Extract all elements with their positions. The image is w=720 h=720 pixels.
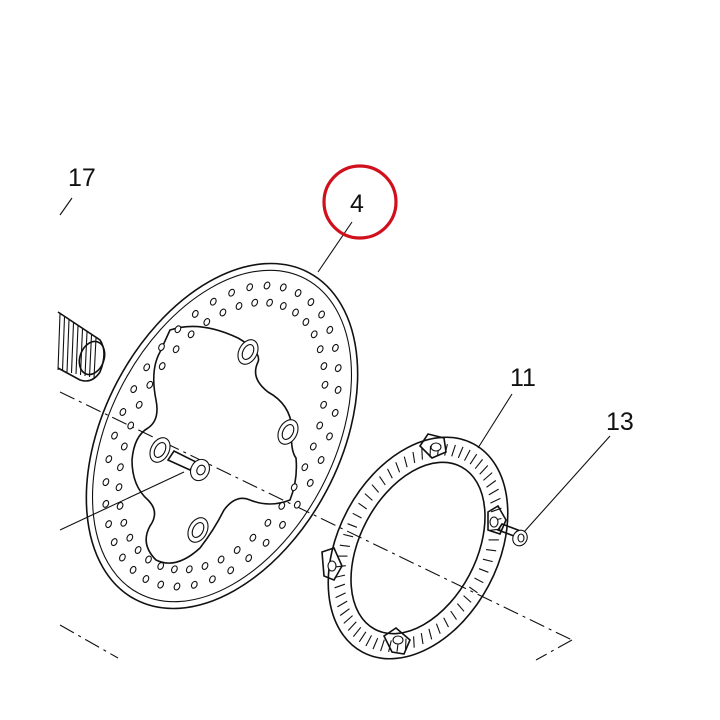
disc-inner-carrier [131,325,298,564]
center-axis [59,391,573,661]
callout-11: 11 [510,364,536,392]
disc-mount-hole [187,517,209,543]
abs-tone-ring [321,433,509,660]
ring-mount-tab [382,626,411,655]
callout-4: 4 [350,190,364,218]
callout-17: 17 [68,164,96,192]
callout-13: 13 [606,408,634,436]
leader-line-17 [59,197,73,216]
abs-ring-slots [334,443,502,653]
ring-mount-tab [321,547,343,582]
leader-lines [59,197,611,533]
disc-vent-holes [102,281,342,591]
ring-mount-tab [487,504,507,535]
ring-mount-tab [418,433,447,459]
brake-disc [85,262,359,610]
leader-line-4 [317,221,353,273]
disc-bolt [166,449,211,482]
axle-shaft [57,311,106,382]
disc-mount-hole [277,419,299,445]
ring-screw [496,523,528,547]
highlight-circle [322,164,398,240]
leader-line-13 [523,435,611,533]
leader-line-11 [477,393,513,449]
leader-line-bolt [59,471,185,531]
axle-threads [57,313,97,379]
